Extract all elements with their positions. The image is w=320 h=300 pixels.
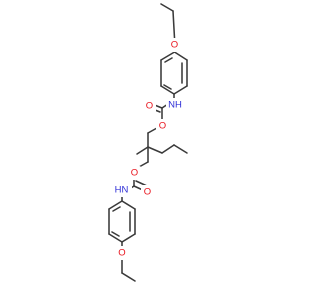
bottom-carbonyl-oxygen: O [141,185,154,199]
top-ring-bond-4 [160,85,175,95]
bottom-ethyl-bond-2 [121,272,136,282]
top-ring-bond-6 [160,51,176,61]
bottom-ring-bond-4 [108,233,123,243]
top-carbonyl-oxygen: O [143,99,156,113]
top-ester-oxygen-label: O [159,121,166,132]
top-ring-double-2 [163,84,172,90]
bottom-ethoxy-group [121,259,136,282]
bottom-carbonyl-oxygen-label: O [144,187,151,198]
center-to-propyl-1 [147,146,163,154]
bottom-amide-nitrogen-label: HN [115,185,129,196]
chemical-structure-diagram: O NH O O O O HN O [108,3,188,282]
top-benzene-ring [160,51,188,99]
bottom-ring-double-3 [112,206,121,212]
top-ether-oxygen: O [168,38,181,52]
top-carbonyl-oxygen-label: O [146,101,153,112]
bottom-ester-oxygen: O [128,166,141,180]
bottom-ring-double-2 [111,231,120,237]
top-ring-bond-1 [173,51,188,61]
top-ethyl-bond-1 [160,3,174,12]
lower-ch2-to-o [138,161,149,168]
top-ether-oxygen-label: O [171,40,178,51]
top-ethyl-bond-2 [172,10,176,39]
bottom-benzene-ring [108,200,136,247]
propyl-3 [173,144,188,154]
top-ring-bond-3 [173,85,188,95]
bottom-amide-nitrogen: HN [111,183,132,197]
bottom-ester-oxygen-label: O [131,168,138,179]
bottom-ether-oxygen: O [115,246,129,260]
top-o-to-ch2 [147,127,158,134]
bottom-ring-bond-1 [121,200,136,210]
propyl-2 [161,144,175,154]
top-ethoxy-group [160,3,176,39]
center-to-methyl [136,146,149,155]
top-ester-oxygen: O [156,119,169,133]
central-carbon-skeleton [136,132,188,168]
top-amide-nitrogen-label: NH [168,100,182,111]
top-ring-double-3 [164,57,173,63]
top-amide-nitrogen: NH [166,98,185,112]
bottom-ring-bond-3 [121,233,136,243]
bottom-ring-bond-6 [108,200,123,210]
bottom-ether-oxygen-label: O [118,248,125,259]
